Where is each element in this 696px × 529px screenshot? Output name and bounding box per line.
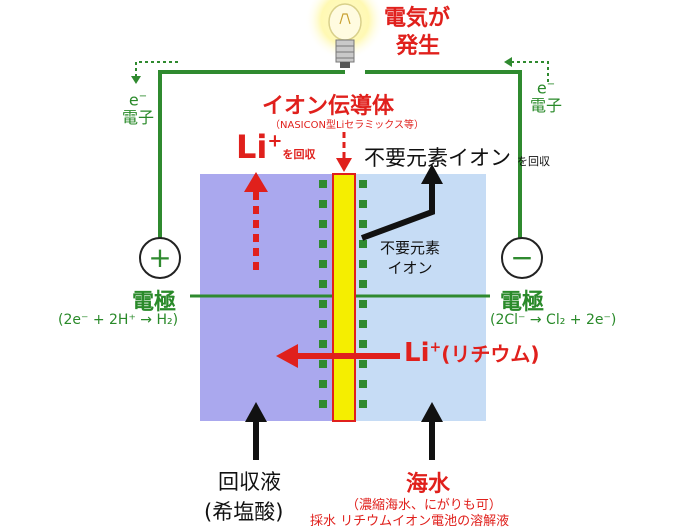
recovery-liquid-line2: (希塩酸) — [204, 500, 284, 524]
seawater-note2: 採水 リチウムイオン電池の溶解液 — [310, 514, 510, 529]
title-line1: 電気が — [384, 6, 451, 31]
plus-terminal-icon — [139, 237, 181, 279]
ion-conductor-membrane — [332, 173, 356, 422]
minus-terminal-icon — [501, 237, 543, 279]
electrode-left-reaction: (2e⁻ + 2H⁺ → H₂) — [58, 312, 179, 328]
electron-right-label: e− 電子 — [530, 78, 563, 116]
conductor-label: イオン伝導体 — [262, 94, 395, 119]
conductor-note: （NASICON型Liセラミックス等） — [270, 120, 425, 131]
electron-right-arrow — [510, 61, 549, 82]
minus-sign: − — [510, 241, 534, 274]
bulb-icon — [328, 3, 362, 41]
membrane-dots-right — [359, 180, 367, 408]
electron-left-arrow — [135, 61, 178, 78]
unwanted-ion-arrow — [360, 182, 435, 241]
title-line2: 発生 — [396, 34, 441, 59]
seawater-label: 海水 — [406, 472, 451, 497]
li-flow-label: Li+(リチウム) — [404, 338, 540, 368]
unwanted-ion-label: 不要元素イオンを回収 — [364, 146, 550, 170]
electron-left-label: e− 電子 — [122, 90, 155, 128]
li-recovery-label: Li+を回収 — [236, 128, 316, 166]
electrode-right-label: 電極 — [500, 290, 545, 315]
electrode-right-reaction: (2Cl⁻ → Cl₂ + 2e⁻) — [490, 312, 617, 328]
unwanted-ion-inner-label: 不要元素イオン — [380, 239, 441, 277]
plus-sign: + — [148, 241, 172, 274]
seawater-note: （濃縮海水、にがりも可） — [346, 498, 502, 513]
circuit-wire — [158, 70, 522, 240]
membrane-dots-left — [319, 180, 327, 408]
electrode-left-label: 電極 — [132, 290, 177, 315]
recovery-liquid-line1: 回収液 — [218, 470, 281, 494]
